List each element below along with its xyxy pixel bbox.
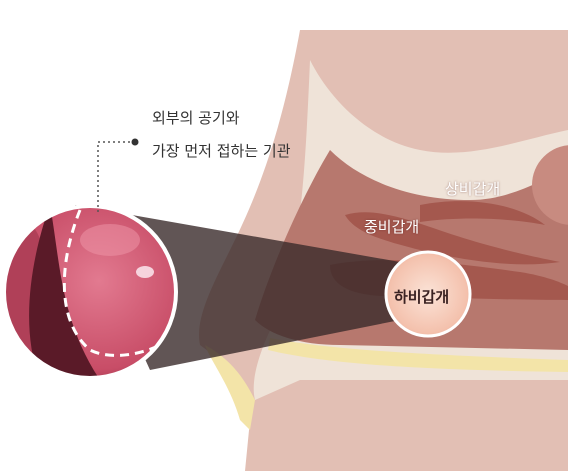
callout-leader bbox=[97, 141, 132, 212]
callout-line-1: 외부의 공기와 bbox=[152, 109, 240, 127]
inferior-turbinate-highlight bbox=[384, 250, 472, 338]
middle-turbinate-shape bbox=[345, 212, 560, 265]
endoscope-view-border bbox=[2, 204, 178, 380]
label-middle-turbinate: 중비갑개 bbox=[364, 218, 420, 236]
palate bbox=[268, 338, 568, 372]
label-inferior-turbinate: 하비갑개 bbox=[394, 288, 450, 306]
callout-dot bbox=[131, 138, 139, 146]
superior-turbinate-shape bbox=[420, 201, 545, 225]
label-superior-turbinate: 상비갑개 bbox=[445, 180, 501, 198]
sphenoid-sinus bbox=[532, 145, 568, 225]
nose-cartilage bbox=[205, 345, 255, 430]
dashed-outline bbox=[62, 209, 161, 357]
callout-line-2: 가장 먼저 접하는 기관 bbox=[152, 142, 291, 160]
